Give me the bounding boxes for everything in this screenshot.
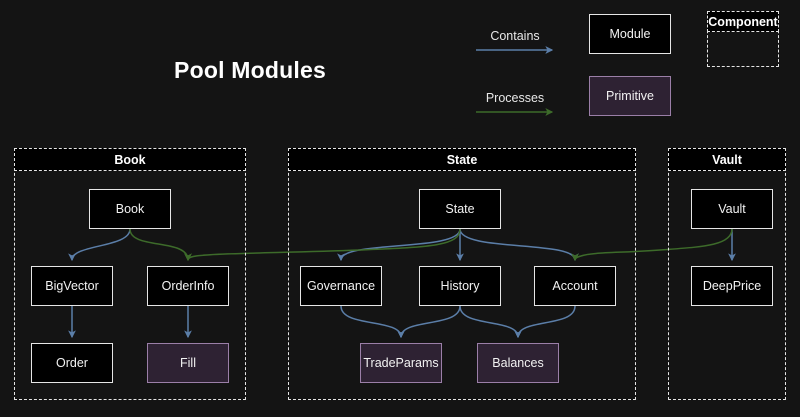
edge-state-account — [459, 228, 579, 262]
edge-account-balances — [514, 305, 576, 339]
group-book-header: Book — [14, 148, 246, 171]
edge-state-orderinfo-processes — [184, 228, 461, 262]
legend-module-box: Module — [589, 14, 671, 54]
node-order[interactable]: Order — [31, 343, 113, 383]
legend-contains-label: Contains — [490, 29, 540, 43]
node-vault[interactable]: Vault — [691, 189, 773, 229]
node-tradeparams[interactable]: TradeParams — [360, 343, 442, 383]
legend-component-header: Component — [707, 11, 779, 32]
node-state[interactable]: State — [419, 189, 501, 229]
node-governance[interactable]: Governance — [300, 266, 382, 306]
edge-state-governance — [337, 228, 461, 262]
node-account[interactable]: Account — [534, 266, 616, 306]
node-bigvector[interactable]: BigVector — [31, 266, 113, 306]
node-orderinfo[interactable]: OrderInfo — [147, 266, 229, 306]
node-balances[interactable]: Balances — [477, 343, 559, 383]
node-fill[interactable]: Fill — [147, 343, 229, 383]
edge-history-tradeparams — [397, 305, 461, 339]
node-book[interactable]: Book — [89, 189, 171, 229]
group-vault-header: Vault — [668, 148, 786, 171]
edge-vault-account-processes — [571, 228, 733, 262]
legend-primitive-box: Primitive — [589, 76, 671, 116]
node-history[interactable]: History — [419, 266, 501, 306]
group-state-header: State — [288, 148, 636, 171]
page-title: Pool Modules — [174, 57, 326, 83]
node-deepprice[interactable]: DeepPrice — [691, 266, 773, 306]
legend-processes-label: Processes — [485, 91, 545, 105]
edge-book-bigvector — [68, 228, 131, 262]
